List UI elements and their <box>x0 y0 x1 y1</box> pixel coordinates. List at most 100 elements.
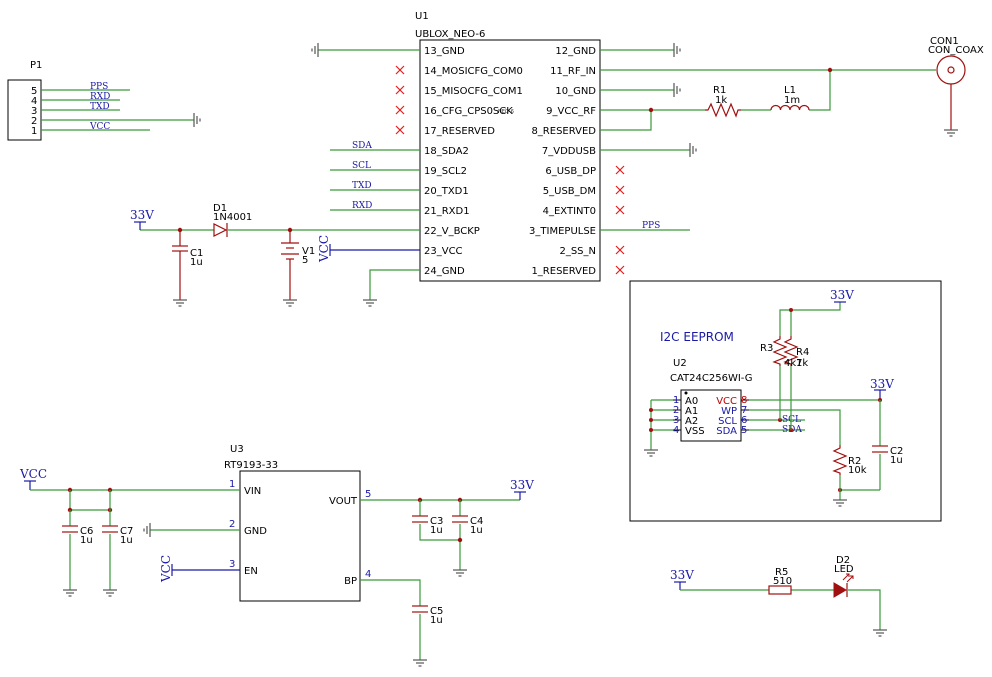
u1-pin-label: 16_CFG_CPS0SCK <box>424 106 513 117</box>
ground-icon <box>644 449 658 457</box>
l1-value: 1m <box>784 95 800 106</box>
u3-pin-number: 3 <box>229 559 235 570</box>
ground-icon <box>689 143 697 157</box>
d2-value: LED <box>834 564 854 575</box>
r1-resistor[interactable]: R1 1k <box>705 85 741 118</box>
net-label-txd: TXD <box>352 181 372 191</box>
u2-pin-name: SCL <box>718 416 737 427</box>
power-label-vcc-input: VCC <box>19 467 47 481</box>
c6-capacitor[interactable]: C6 1u <box>62 525 93 546</box>
junction-dot <box>648 107 654 113</box>
net-label-scl: SCL <box>352 161 371 171</box>
power-label-33v-led: 33V <box>670 568 694 582</box>
u2-pin-name: VSS <box>685 426 705 437</box>
c2-capacitor[interactable]: C2 1u <box>872 445 903 466</box>
c2-ref: C2 <box>890 446 903 457</box>
ground-icon <box>673 83 681 97</box>
p1-pin-number: 2 <box>31 116 37 127</box>
u1-pin-label: 9_VCC_RF <box>546 106 596 117</box>
u2-pin-number: 8 <box>741 395 747 406</box>
r5-resistor[interactable]: R5 510 <box>768 567 792 595</box>
u2-pin-number: 4 <box>673 425 679 436</box>
c4-capacitor[interactable]: C4 1u <box>452 515 483 536</box>
no-connect-markers-left <box>395 65 405 135</box>
u2-pin-number: 2 <box>673 405 679 416</box>
d1-diode[interactable]: D1 1N4001 <box>213 203 252 237</box>
net-label-sda: SDA <box>352 141 372 151</box>
u1-body <box>419 39 601 282</box>
u3-body <box>239 470 361 602</box>
v1-battery[interactable]: V1 5 <box>281 230 315 307</box>
r2-resistor[interactable]: R2 10k <box>832 445 867 476</box>
u1-pin-label: 19_SCL2 <box>424 166 467 177</box>
no-connect-markers-right <box>615 165 625 275</box>
u3-pin-number: 1 <box>229 479 235 490</box>
power-label-33v-pullup: 33V <box>830 288 854 302</box>
eeprom-frame <box>629 280 942 522</box>
ground-icon <box>173 299 187 307</box>
ground-icon <box>413 659 427 667</box>
con1-ref: CON1 <box>930 36 959 47</box>
p1-pin-number: 5 <box>31 86 37 97</box>
junction-dot <box>457 537 463 543</box>
l1-inductor[interactable]: L1 1m <box>770 85 810 111</box>
u3-ref: U3 <box>230 444 244 455</box>
v1-value: 5 <box>302 255 308 266</box>
u2-pin-name: VCC <box>716 396 737 407</box>
c7-capacitor[interactable]: C7 1u <box>102 525 133 546</box>
u2-pin-number: 3 <box>673 415 679 426</box>
r4-resistor[interactable]: R4 4k7 1k <box>783 336 809 369</box>
backup-circuit: 33V <box>130 208 293 233</box>
u2-pin-number: 5 <box>741 425 747 436</box>
c4-value: 1u <box>470 525 483 536</box>
c3-ref: C3 <box>430 516 443 527</box>
ground-icon <box>363 299 377 307</box>
eeprom-section: I2C EEPROM U2 CAT24C256WI-G <box>629 280 942 522</box>
u1-pin-label: 13_GND <box>424 46 465 57</box>
u2-pin-name: A1 <box>685 406 698 417</box>
p1-pin-number: 4 <box>31 96 37 107</box>
u1-right-connections: PPS <box>600 43 936 275</box>
ground-icon <box>283 299 297 307</box>
c2-value: 1u <box>890 455 903 466</box>
u1-left-connections: SDA SCL TXD RXD VCC <box>140 43 420 307</box>
c1-capacitor[interactable]: C1 1u <box>172 230 203 307</box>
r5-ref: R5 <box>775 567 788 578</box>
u1-pin-label: 24_GND <box>424 266 465 277</box>
u2-pin-name: WP <box>721 406 737 417</box>
u1-pin-label: 1_RESERVED <box>531 266 596 277</box>
c7-value: 1u <box>120 535 133 546</box>
junction-dot <box>789 308 793 312</box>
u1-module[interactable]: U1 UBLOX_NEO-6 NEO-6 13_GND14_MOSICFG_CO… <box>415 11 601 282</box>
u2-body <box>680 389 742 442</box>
ground-icon <box>193 113 201 127</box>
c3-capacitor[interactable]: C3 1u <box>412 515 443 536</box>
power-label-33v-bckp: 33V <box>130 208 154 222</box>
r4b-value: 1k <box>796 358 808 369</box>
u2-ref: U2 <box>673 358 687 369</box>
d1-value: 1N4001 <box>213 212 252 223</box>
net-label-rxd: RXD <box>352 201 372 211</box>
r2-ref: R2 <box>848 456 861 467</box>
u1-left-pins: 13_GND14_MOSICFG_COM015_MISOCFG_COM116_C… <box>424 46 523 277</box>
c5-capacitor[interactable]: C5 1u <box>412 605 443 626</box>
c3-value: 1u <box>430 525 443 536</box>
r1-ref: R1 <box>713 85 726 96</box>
d2-led[interactable]: D2 LED <box>833 555 854 598</box>
p1-pin-number: 1 <box>31 126 37 137</box>
power-label-vcc-en: VCC <box>159 555 173 583</box>
r3-resistor[interactable]: R3 <box>760 336 788 366</box>
ground-icon <box>453 569 467 577</box>
u1-pin-label: 14_MOSICFG_COM0 <box>424 66 523 77</box>
u2-pin-number: 7 <box>741 405 747 416</box>
net-label-pps-p1: PPS <box>90 82 108 92</box>
eeprom-title: I2C EEPROM <box>660 330 734 344</box>
con1-coax-connector[interactable]: CON1 CON_COAX <box>928 36 984 137</box>
c4-ref: C4 <box>470 516 483 527</box>
regulator-wiring: VCC VCC 33V <box>19 467 534 667</box>
